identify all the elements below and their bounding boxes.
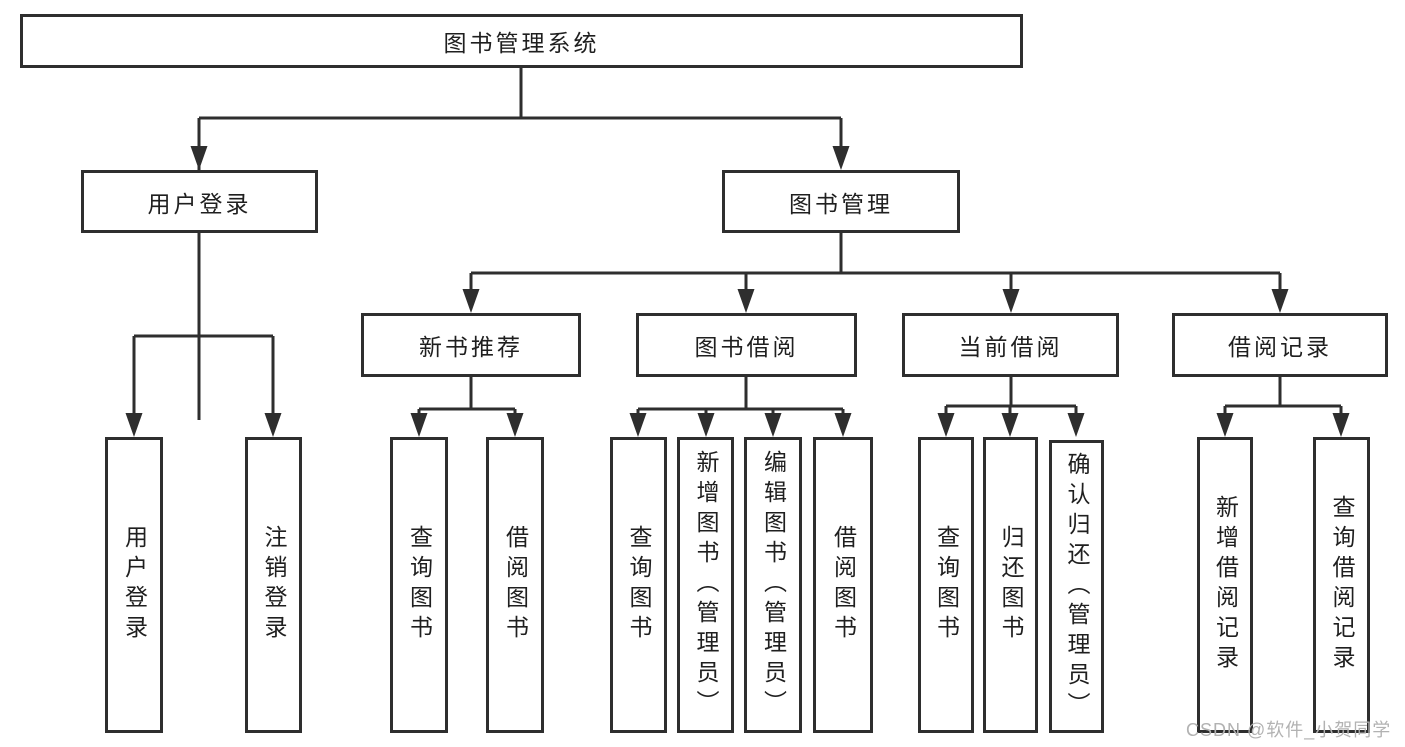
connector-borrowing-to-leaves <box>636 377 845 419</box>
leaf-current-return-books: 归还图书 <box>983 437 1038 733</box>
leaf-borrowing-borrow-books: 借阅图书 <box>813 437 873 733</box>
connector-recommend-to-leaves <box>417 377 517 419</box>
leaf-records-add-borrow-record: 新增借阅记录 <box>1197 437 1253 733</box>
connector-records-to-leaves <box>1223 377 1343 419</box>
node-library-management-system: 图书管理系统 <box>20 14 1023 68</box>
leaf-records-query-borrow-record: 查询借阅记录 <box>1313 437 1370 733</box>
connector-bookmgmt-to-level3 <box>469 233 1282 296</box>
connector-current-to-leaves <box>944 377 1078 419</box>
node-user-login: 用户登录 <box>81 170 318 233</box>
leaf-borrowing-edit-books-admin: 编辑图书（管理员） <box>744 437 802 733</box>
connector-userlogin-to-leaves <box>132 233 275 419</box>
node-book-management: 图书管理 <box>722 170 960 233</box>
leaf-user-login: 用户登录 <box>105 437 163 733</box>
leaf-borrowing-add-books-admin: 新增图书（管理员） <box>677 437 734 733</box>
leaf-current-confirm-return-admin: 确认归还（管理员） <box>1049 440 1104 733</box>
leaf-recommend-query-books: 查询图书 <box>390 437 448 733</box>
node-borrowing-records: 借阅记录 <box>1172 313 1388 377</box>
leaf-borrowing-query-books: 查询图书 <box>610 437 667 733</box>
node-book-borrowing: 图书借阅 <box>636 313 857 377</box>
node-new-book-recommendation: 新书推荐 <box>361 313 581 377</box>
leaf-recommend-borrow-books: 借阅图书 <box>486 437 544 733</box>
leaf-current-query-books: 查询图书 <box>918 437 974 733</box>
leaf-logout-login: 注销登录 <box>245 437 302 733</box>
node-current-borrowing: 当前借阅 <box>902 313 1119 377</box>
csdn-watermark: CSDN @软件_小贺同学 <box>1186 720 1392 740</box>
